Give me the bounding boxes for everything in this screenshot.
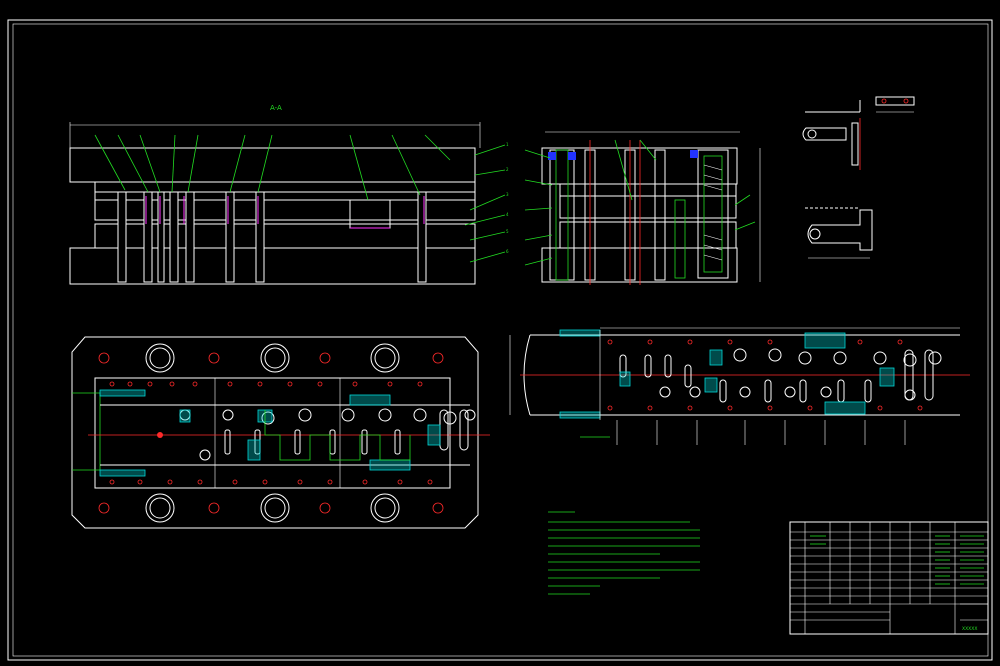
svg-text:1: 1 (506, 142, 509, 147)
svg-text:6: 6 (506, 249, 509, 254)
svg-text:3: 3 (506, 192, 509, 197)
outer-border (7, 19, 993, 661)
svg-text:4: 4 (506, 212, 509, 217)
part-detail (802, 96, 915, 259)
strip-layout (509, 327, 970, 445)
inner-border (12, 23, 989, 657)
part-number: XXXXX (962, 626, 977, 632)
section-view-front: A-A (69, 104, 509, 285)
technical-notes (548, 511, 700, 595)
title-block: XXXXX (789, 521, 989, 635)
svg-text:2: 2 (506, 167, 509, 172)
svg-text:5: 5 (506, 229, 509, 234)
section-view-side (524, 131, 761, 285)
plan-view (71, 336, 490, 529)
section-label: A-A (270, 104, 282, 112)
